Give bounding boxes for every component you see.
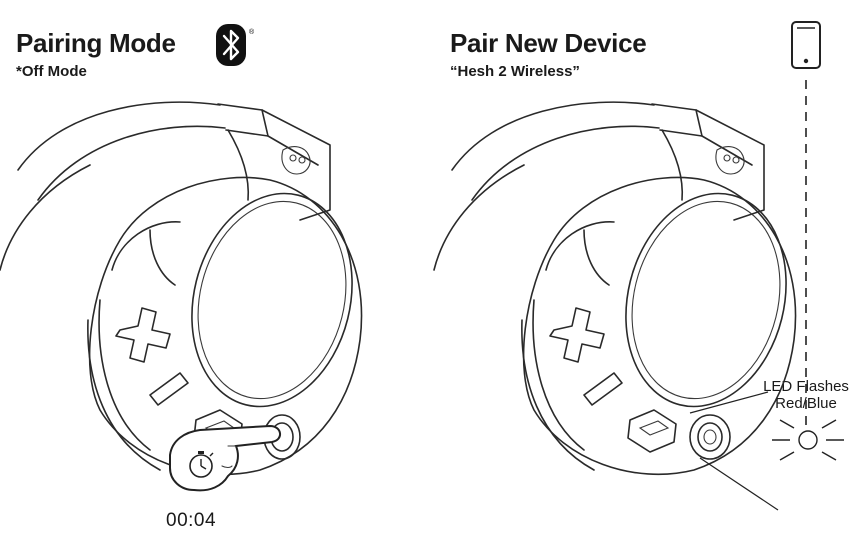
headphone-left (0, 101, 363, 476)
registered-mark: ® (249, 28, 255, 36)
pairing-mode-title: Pairing Mode (16, 28, 176, 58)
pointing-hand-icon (169, 424, 281, 492)
bluetooth-icon: ® (216, 24, 255, 66)
pair-new-device-title: Pair New Device (450, 28, 647, 58)
led-callout-line-top (689, 391, 769, 414)
off-mode-subtitle: *Off Mode (16, 63, 87, 80)
led-flash-icon (772, 419, 844, 461)
device-name-subtitle: “Hesh 2 Wireless” (450, 63, 580, 80)
hold-timer-readout: 00:04 (166, 510, 217, 531)
phone-icon (791, 21, 821, 69)
stopwatch-icon (189, 451, 214, 478)
headphone-right (433, 101, 797, 476)
led-callout-line-bottom (699, 457, 779, 511)
